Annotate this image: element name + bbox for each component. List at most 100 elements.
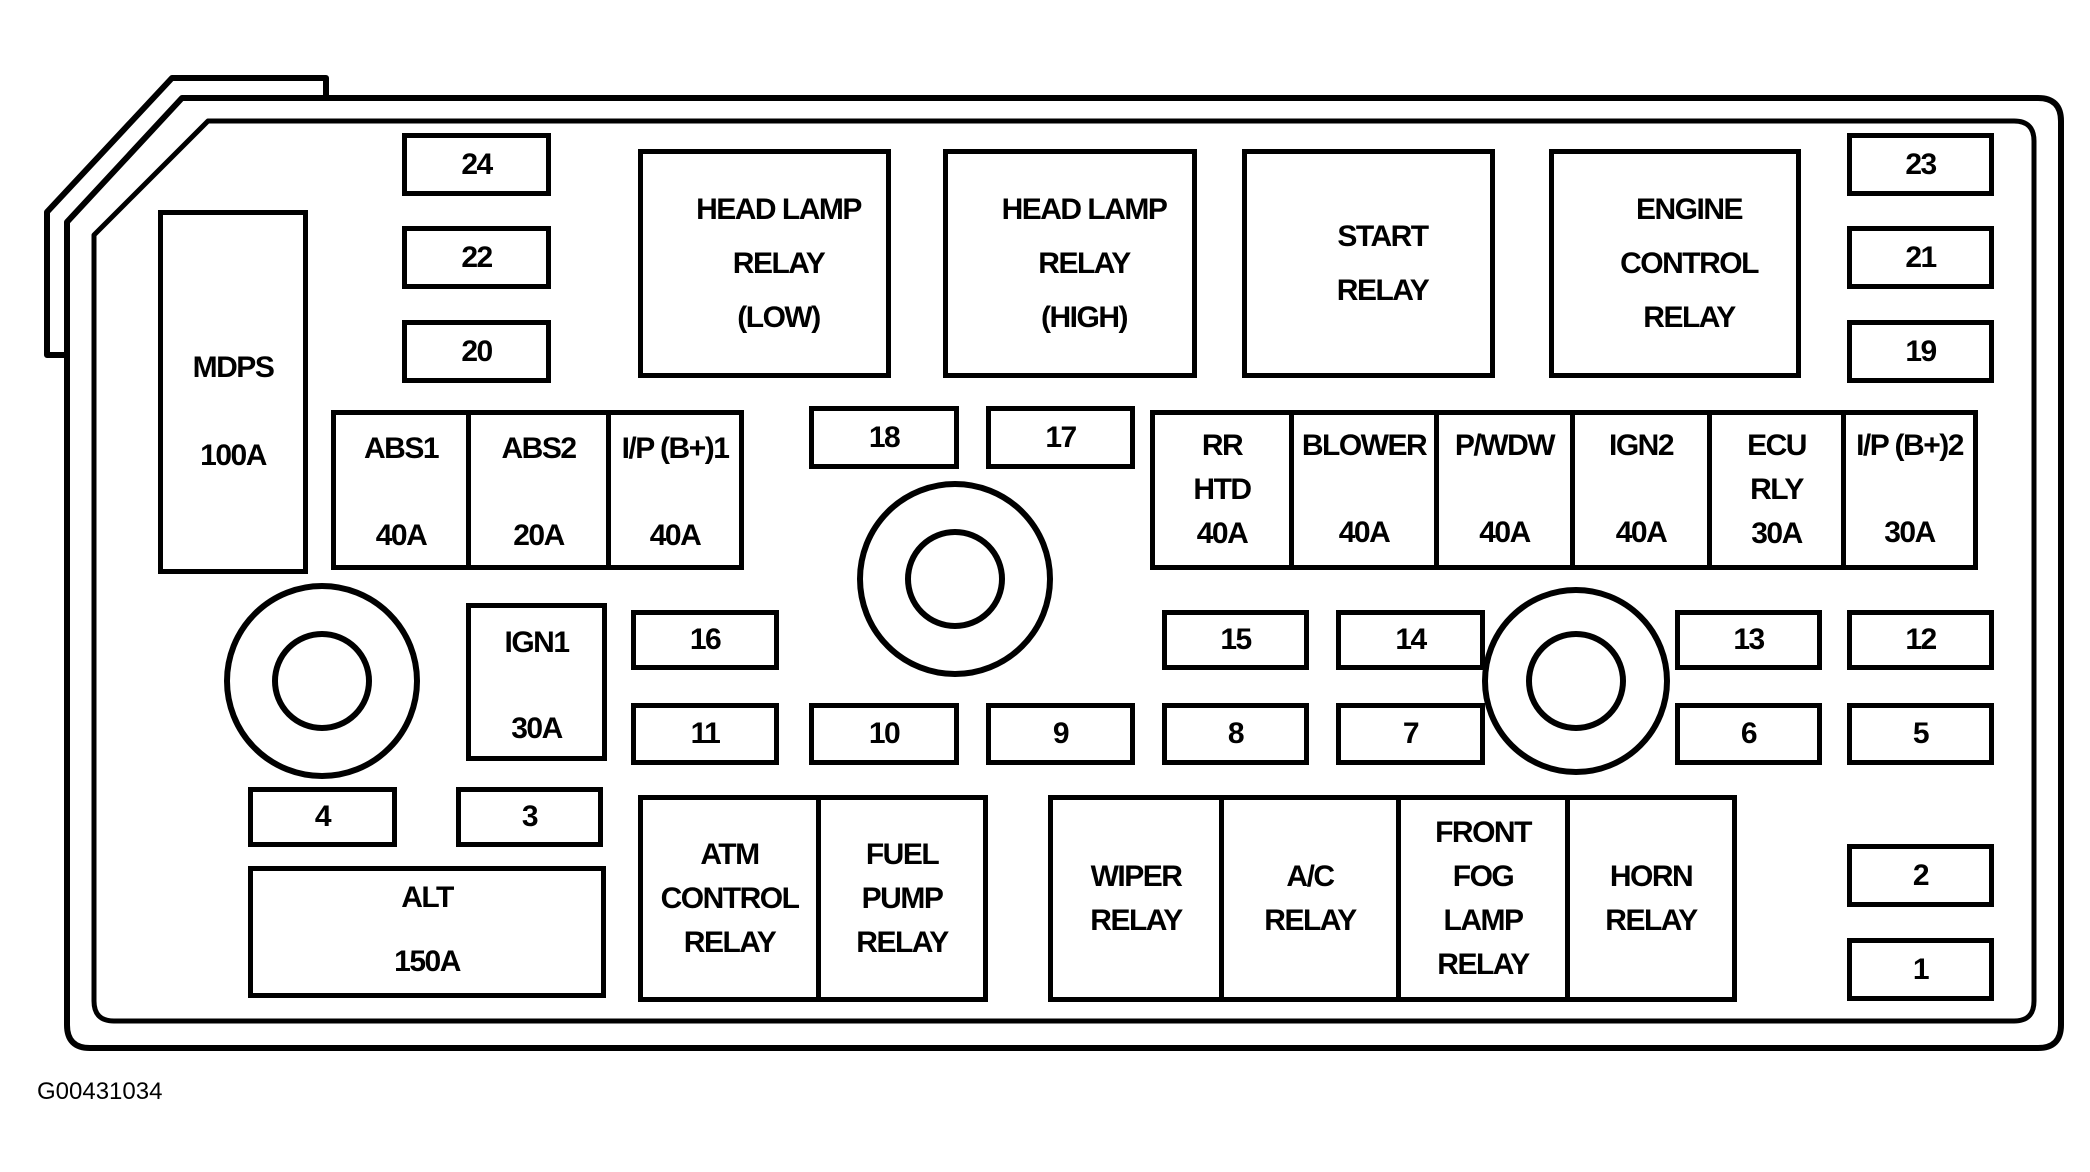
relay-label-line: CONTROL bbox=[1620, 246, 1759, 280]
fuse-2: 2 bbox=[1847, 844, 1994, 907]
fuse-alt: ALT 150A bbox=[248, 866, 606, 998]
relay-label-line: RELAY bbox=[856, 925, 949, 959]
fuse-19: 19 bbox=[1847, 320, 1994, 383]
fusible-link-rating: 30A bbox=[1884, 516, 1936, 549]
fuse-20: 20 bbox=[402, 320, 551, 383]
relay-engine-control: ENGINE CONTROL RELAY bbox=[1549, 149, 1801, 378]
fuse-18: 18 bbox=[809, 406, 959, 469]
fuse-number: 9 bbox=[1052, 717, 1070, 750]
fusible-link-power-window: P/WDW 40A bbox=[1434, 415, 1570, 565]
fuse-number: 2 bbox=[1912, 858, 1930, 892]
fuse-23: 23 bbox=[1847, 133, 1994, 196]
fusible-link-name: ABS2 bbox=[501, 427, 577, 471]
fusible-link-ip-b-plus-2: I/P (B+)2 30A bbox=[1841, 415, 1973, 565]
relay-block-bottom-right: WIPER RELAY A/C RELAY FRONT FOG LAMP REL… bbox=[1048, 795, 1737, 1002]
relay-label-line: RELAY bbox=[1264, 903, 1357, 937]
fusible-link-rating: 40A bbox=[1338, 516, 1391, 549]
fusible-link-name: ABS1 bbox=[364, 427, 440, 471]
relay-atm-control: ATM CONTROL RELAY bbox=[643, 800, 816, 997]
fusible-link-name: P/WDW bbox=[1455, 424, 1556, 468]
relay-label-line: A/C bbox=[1286, 859, 1335, 893]
fuse-number: 3 bbox=[521, 800, 539, 833]
fuse-8: 8 bbox=[1162, 703, 1309, 765]
fusible-link-name-line: ECU bbox=[1747, 429, 1807, 462]
relay-front-fog-lamp: FRONT FOG LAMP RELAY bbox=[1396, 800, 1565, 997]
fusible-link-name-line: RLY bbox=[1750, 473, 1804, 506]
fusible-link-blower: BLOWER 40A bbox=[1289, 415, 1434, 565]
mounting-hole-right-inner bbox=[1526, 631, 1626, 731]
relay-fuel-pump: FUEL PUMP RELAY bbox=[816, 800, 983, 997]
fusible-link-ip-b-plus-1: I/P (B+)1 40A bbox=[606, 415, 739, 565]
fuse-7: 7 bbox=[1336, 703, 1485, 765]
fusible-link-abs1: ABS1 40A bbox=[336, 415, 466, 565]
relay-label-line: RELAY bbox=[1336, 273, 1430, 307]
fusible-link-name: BLOWER bbox=[1302, 424, 1428, 468]
mounting-hole-left-inner bbox=[272, 631, 372, 731]
fusible-link-rating: 40A bbox=[1196, 517, 1249, 550]
fuse-number: 10 bbox=[868, 717, 901, 750]
fuse-number: 4 bbox=[314, 800, 332, 833]
relay-label-line: PUMP bbox=[861, 881, 944, 915]
fuse-number: 23 bbox=[1905, 147, 1937, 181]
fuse-number: 22 bbox=[461, 240, 493, 274]
fuse-rating: 150A bbox=[394, 945, 461, 978]
fuse-5: 5 bbox=[1847, 703, 1994, 765]
fusible-link-name-line: RR bbox=[1201, 429, 1244, 462]
relay-label-line: HEAD LAMP bbox=[696, 192, 862, 226]
mounting-hole-left-outer bbox=[224, 583, 420, 779]
fusible-link-name-line: IGN2 bbox=[1608, 429, 1675, 462]
fuse-number: 21 bbox=[1905, 240, 1937, 274]
relay-start: START RELAY bbox=[1242, 149, 1495, 378]
fusible-link-rating: 40A bbox=[1615, 516, 1668, 549]
fuse-rating: 100A bbox=[200, 439, 267, 472]
relay-label-line: (LOW) bbox=[737, 300, 821, 334]
relay-label-line: FUEL bbox=[865, 837, 940, 871]
relay-ac: A/C RELAY bbox=[1219, 800, 1396, 997]
figure-code: G00431034 bbox=[37, 1078, 163, 1105]
fuse-number: 19 bbox=[1905, 334, 1937, 368]
fuse-name: ALT bbox=[401, 881, 454, 914]
fuse-13: 13 bbox=[1675, 610, 1822, 670]
fusible-link-name-line: I/P (B+)2 bbox=[1856, 429, 1964, 462]
fuse-22: 22 bbox=[402, 226, 551, 289]
fuse-10: 10 bbox=[809, 703, 959, 765]
fusible-link-name-line: I/P (B+)1 bbox=[621, 432, 730, 465]
fuse-number: 5 bbox=[1912, 717, 1930, 750]
fusible-link-name-line: HTD bbox=[1193, 473, 1252, 506]
fusible-link-name: I/P (B+)2 bbox=[1856, 424, 1964, 468]
relay-wiper: WIPER RELAY bbox=[1053, 800, 1219, 997]
relay-label-line: HEAD LAMP bbox=[1001, 192, 1168, 226]
fuse-14: 14 bbox=[1336, 610, 1485, 670]
fuse-name: IGN1 bbox=[504, 626, 570, 659]
fuse-9: 9 bbox=[986, 703, 1135, 765]
relay-label-line: RELAY bbox=[1038, 246, 1131, 280]
fusible-link-name: ECU RLY bbox=[1747, 424, 1807, 512]
fuse-number: 8 bbox=[1227, 717, 1245, 750]
relay-label-line: RELAY bbox=[732, 246, 826, 280]
fusible-link-rating: 40A bbox=[1479, 516, 1531, 549]
relay-label-line: LAMP bbox=[1443, 903, 1525, 937]
relay-label-line: ATM bbox=[700, 837, 760, 871]
fusible-link-block-right: RR HTD 40A BLOWER 40A P/WDW 40A IGN2 40A… bbox=[1150, 410, 1978, 570]
fuse-ign1: IGN1 30A bbox=[466, 603, 607, 761]
fuse-12: 12 bbox=[1847, 610, 1994, 670]
fusible-link-rating: 20A bbox=[513, 519, 565, 552]
relay-label-line: FRONT bbox=[1435, 815, 1532, 849]
fuse-number: 7 bbox=[1402, 717, 1420, 750]
mounting-hole-center-inner bbox=[905, 529, 1005, 629]
relay-label-line: RELAY bbox=[683, 925, 777, 959]
fusible-link-name: RR HTD bbox=[1193, 424, 1252, 512]
fuse-number: 6 bbox=[1740, 717, 1758, 750]
fuse-21: 21 bbox=[1847, 226, 1994, 289]
relay-label-line: RELAY bbox=[1605, 903, 1698, 937]
mounting-hole-center-outer bbox=[857, 481, 1053, 677]
fusible-link-rating: 30A bbox=[1751, 517, 1803, 550]
fuse-3: 3 bbox=[456, 787, 603, 847]
fuse-number: 20 bbox=[461, 334, 493, 368]
relay-label-line: HORN bbox=[1609, 859, 1694, 893]
relay-label-line: RELAY bbox=[1437, 947, 1530, 981]
fuse-11: 11 bbox=[631, 703, 779, 765]
fuse-number: 18 bbox=[868, 420, 901, 454]
fuse-number: 13 bbox=[1733, 623, 1765, 656]
fuse-number: 16 bbox=[689, 623, 722, 656]
